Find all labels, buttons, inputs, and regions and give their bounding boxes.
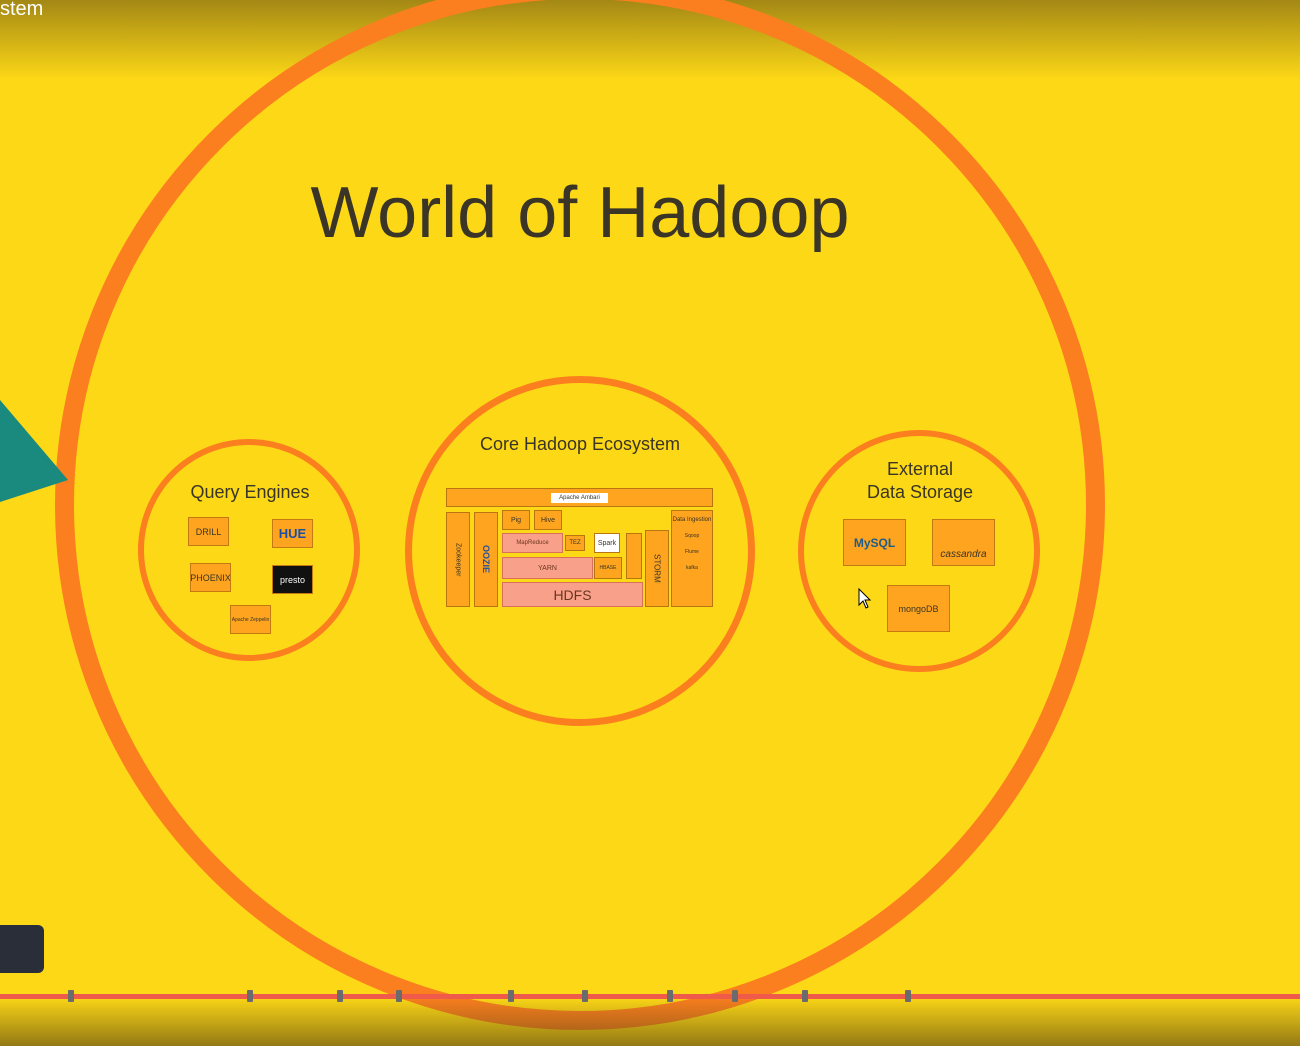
- teal-arrow-shape: [0, 400, 68, 502]
- bottom-shade: [0, 996, 1300, 1046]
- timeline-marker[interactable]: [732, 990, 738, 1002]
- hbase-logo: HBASE: [594, 557, 622, 579]
- kafka-logo: kafka: [686, 565, 698, 571]
- zeppelin-logo: Apache Zeppelin: [230, 605, 271, 634]
- spark-logo: Spark: [594, 533, 620, 553]
- page-title: World of Hadoop: [310, 173, 850, 253]
- sqoop-logo: Sqoop: [684, 533, 700, 539]
- data-ingestion-column: Data Ingestion Sqoop Flume kafka: [671, 510, 713, 607]
- cassandra-logo: cassandra: [932, 519, 995, 566]
- flume-logo: Flume: [685, 549, 699, 555]
- timeline-marker[interactable]: [582, 990, 588, 1002]
- phoenix-logo: PHOENIX: [190, 563, 231, 592]
- hue-logo: HUE: [272, 519, 313, 548]
- oozie-column: OOZIE: [474, 512, 498, 607]
- drill-logo: DRILL: [188, 517, 229, 546]
- query-engines-title: Query Engines: [190, 482, 310, 502]
- timeline-marker[interactable]: [802, 990, 808, 1002]
- ambari-bar: Apache Ambari: [446, 488, 713, 507]
- tez-logo: TEZ: [565, 535, 585, 551]
- core-ecosystem-title: Core Hadoop Ecosystem: [479, 434, 681, 454]
- core-ecosystem-ring[interactable]: [405, 376, 755, 726]
- hdfs-block: HDFS: [502, 582, 643, 607]
- hive-logo: Hive: [534, 510, 562, 530]
- menu-button[interactable]: [0, 925, 44, 973]
- mapreduce-block: MapReduce: [502, 533, 563, 553]
- yarn-block: YARN: [502, 557, 593, 579]
- external-title-line1: External: [886, 459, 954, 479]
- presto-logo: presto: [272, 565, 313, 594]
- timeline-marker[interactable]: [667, 990, 673, 1002]
- mongodb-logo: mongoDB: [887, 585, 950, 632]
- external-storage-ring[interactable]: [798, 430, 1040, 672]
- external-title-line2: Data Storage: [866, 482, 974, 502]
- zookeeper-column: Zookeeper: [446, 512, 470, 607]
- ambari-logo: Apache Ambari: [551, 492, 608, 503]
- pig-logo: Pig: [502, 510, 530, 530]
- timeline-marker[interactable]: [337, 990, 343, 1002]
- query-engines-ring[interactable]: [138, 439, 360, 661]
- timeline-marker[interactable]: [508, 990, 514, 1002]
- timeline-marker[interactable]: [905, 990, 911, 1002]
- external-storage-title: External Data Storage: [820, 458, 1020, 504]
- storm-pipe: [626, 533, 642, 579]
- data-ingestion-label: Data Ingestion: [672, 517, 712, 523]
- mysql-logo: MySQL: [843, 519, 906, 566]
- mouse-cursor-icon: [858, 588, 872, 609]
- timeline-marker[interactable]: [247, 990, 253, 1002]
- storm-logo: STORM: [645, 530, 669, 607]
- timeline-marker[interactable]: [68, 990, 74, 1002]
- timeline-bar[interactable]: [0, 994, 1300, 999]
- previous-slide-title: stem: [0, 0, 44, 20]
- timeline-marker[interactable]: [396, 990, 402, 1002]
